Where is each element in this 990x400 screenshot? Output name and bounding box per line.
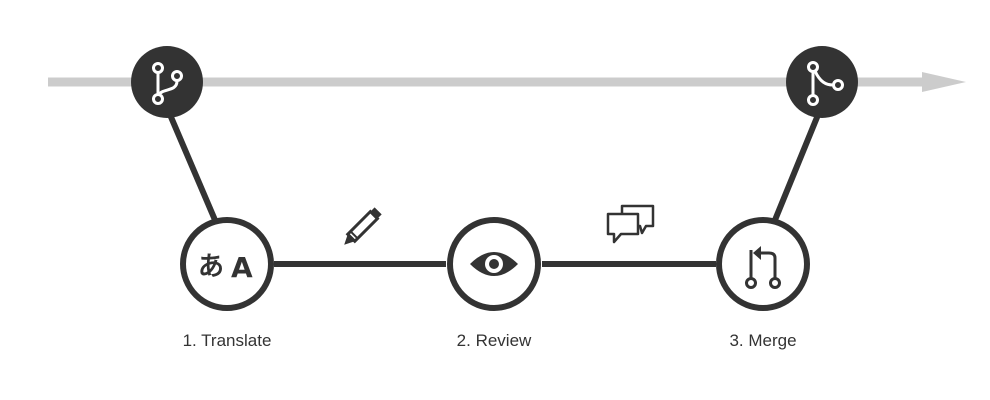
merge-node (786, 46, 858, 118)
step-label-merge: 3. Merge (729, 331, 796, 350)
pull-request-icon (745, 246, 781, 289)
step-merge: 3. Merge (716, 217, 810, 350)
pencil-icon (344, 207, 382, 245)
eye-icon (470, 252, 518, 276)
branch-node (131, 46, 203, 118)
latin-glyph: A (231, 251, 253, 284)
connector-branch-to-translate (165, 108, 218, 222)
step-review: 2. Review (447, 217, 541, 350)
translate-icon: あ A (198, 251, 253, 284)
branch-icon (152, 62, 183, 105)
step-label-translate: 1. Translate (183, 331, 272, 350)
kana-glyph: あ (198, 252, 224, 282)
comments-icon (606, 204, 655, 244)
step-label-review: 2. Review (457, 331, 532, 350)
connector-merge-to-main (772, 108, 823, 222)
step-translate: あ A 1. Translate (180, 217, 274, 350)
connector-lines (165, 108, 823, 267)
arrow-head-icon (922, 72, 966, 92)
merge-icon (807, 61, 844, 106)
